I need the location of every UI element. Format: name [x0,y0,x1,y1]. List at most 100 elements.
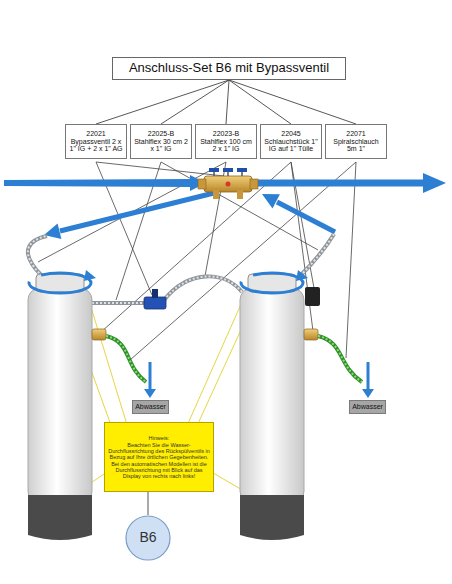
valve-port [213,190,219,199]
tank-head [36,274,84,292]
valve-handle [223,168,233,172]
drain-arrow [367,362,370,390]
node-text-group: Hinweis:Beachten Sie die Wasser-Durchflu… [108,435,210,479]
outflow-arrow-shaft [252,180,425,187]
connector-line [229,80,356,124]
steel-hoses [28,234,334,303]
node-text-group: Abwasser [351,403,384,411]
tank-body [240,288,304,503]
valve-handle [209,168,219,172]
spiral-hose-coil [106,336,146,382]
note-line [186,302,242,428]
steel-hose [300,234,334,276]
note-line [90,304,128,428]
valve-stem [241,172,243,176]
node-heading: Hinweis: [108,435,210,441]
valve-handle [237,168,247,172]
part-box: 22023-BStahlflex 100 cm 2 x 1" IG [195,124,257,159]
tank-base [240,495,304,540]
set-circle: B6 [125,515,171,561]
connector-line [229,80,291,124]
right-tank [240,270,320,540]
node-heading: B6 [127,530,169,546]
connector-line [161,80,229,124]
steel-hose-braid [28,236,47,276]
node-text-group: Abwasser [134,403,167,411]
note-box: Hinweis:Beachten Sie die Wasser-Durchflu… [104,422,214,492]
steel-hose [28,236,47,276]
node-heading: 22071 [328,130,384,138]
node-body: Stahlflex 30 cm 2 x 1" IG [133,138,189,154]
spiral-hose [106,336,146,382]
valve-port [198,179,206,189]
node-text-group: 22021Bypassventil 2 x 1" IG + 2 x 1" AG [68,130,124,153]
middle-fitting [144,289,166,309]
valve-stem [227,172,229,176]
node-body: Bypassventil 2 x 1" IG + 2 x 1" AG [68,138,124,154]
to-tank-arrow [60,193,214,231]
node-text-group: 22045Schlauchstück 1" IG auf 1" Tülle [263,130,319,153]
part-box: 22071Spiralschlauch 5m 1" [325,124,387,159]
part-box: 22045Schlauchstück 1" IG auf 1" Tülle [260,124,322,159]
spiral-hose-coil [318,336,362,382]
tank-body [28,288,92,503]
leader-line [38,162,226,262]
leader-line [346,162,356,358]
valve-port [237,190,243,199]
valve-marker [226,182,231,187]
steel-hose [164,276,242,300]
part-box: 22021Bypassventil 2 x 1" IG + 2 x 1" AG [65,124,127,159]
node-text-group: 22025-BStahlflex 30 cm 2 x 1" IG [133,130,189,153]
node-body: Schlauchstück 1" IG auf 1" Tülle [263,138,319,154]
node-text-group: 22023-BStahlflex 100 cm 2 x 1" IG [198,130,254,153]
inflow-arrow [4,175,206,191]
node-heading: Abwasser [134,403,167,411]
spiral-hose [318,336,362,382]
rotation-arrow-head [296,270,308,281]
drain-arrow-head [144,389,156,398]
node-text-group: B6 [127,530,169,546]
steel-hose-braid [92,302,145,304]
steel-hose-braid [164,276,242,300]
from-tank-arrow-head [262,194,280,209]
from-tank-arrow [277,202,335,232]
fitting-handle [152,289,158,298]
left-tank [28,270,106,540]
node-heading: 22045 [263,130,319,138]
rotation-arrow [241,273,303,293]
tank-head [248,274,296,292]
node-heading: 22023-B [198,130,254,138]
hose-connector [305,287,320,306]
title-box: Anschluss-Set B6 mit Bypassventil [112,57,346,80]
node-body: Beachten Sie die Wasser-Durchflussrichtu… [108,442,210,479]
node-body: Spiralschlauch 5m 1" [328,138,384,154]
node-heading: 22021 [68,130,124,138]
node-heading: Abwasser [351,403,384,411]
part-box: 22025-BStahlflex 30 cm 2 x 1" IG [130,124,192,159]
steel-hose-braid [300,234,334,276]
node-text-group: Anschluss-Set B6 mit Bypassventil [115,61,343,76]
connector-line [148,492,149,515]
node-text-group: 22071Spiralschlauch 5m 1" [328,130,384,153]
brass-fitting [92,329,106,340]
connector-line [96,80,229,124]
rotation-arrow-head [84,270,96,281]
drain-hoses [106,336,374,398]
node-body: Stahlflex 100 cm 2 x 1" IG [198,138,254,154]
brass-fitting [304,329,318,340]
outflow-arrow-head [423,173,446,193]
steel-hose [92,301,145,305]
valve-port [250,179,258,189]
leader-line [161,162,318,250]
drain-label-box: Abwasser [349,400,386,414]
valve-body [204,176,252,192]
flow-arrows [4,173,446,239]
circle-shape [126,516,170,560]
valve-stem [213,172,215,176]
drain-arrow [149,362,152,390]
node-heading: 22025-B [133,130,189,138]
connector-line [226,80,229,124]
